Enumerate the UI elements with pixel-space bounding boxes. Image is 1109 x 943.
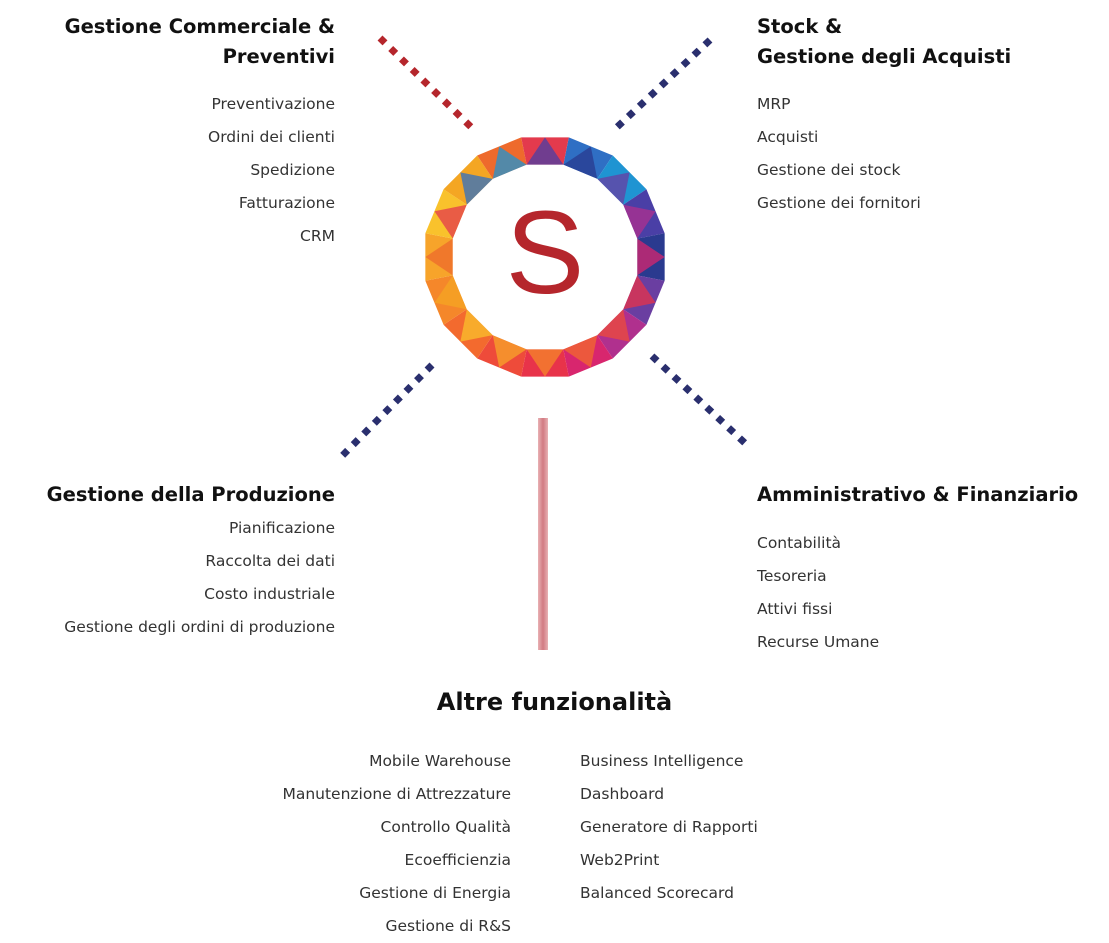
ring-facet	[492, 335, 527, 368]
list-item: Mobile Warehouse	[369, 752, 511, 770]
ring-facet	[434, 204, 467, 239]
list-item: Gestione di R&S	[385, 917, 511, 935]
list-item: Gestione dei stock	[757, 161, 901, 179]
list-item: MRP	[757, 95, 791, 113]
ring-facet	[597, 309, 630, 342]
list-item: Controllo Qualità	[380, 818, 511, 836]
module-commercial: Gestione Commerciale & Preventivi Preven…	[65, 12, 335, 253]
connector-line	[611, 37, 713, 133]
list-item: Preventivazione	[211, 95, 335, 113]
list-item: Generatore di Rapporti	[580, 818, 758, 836]
logo-inner-fill	[452, 164, 638, 350]
module-production: Gestione della Produzione Pianificazione…	[47, 480, 335, 644]
other-features-right: Business Intelligence Dashboard Generato…	[580, 745, 758, 910]
list-item: Gestione degli ordini di produzione	[64, 618, 335, 636]
list-item: Ordini dei clienti	[208, 128, 335, 146]
ring-facet	[434, 275, 467, 310]
ring-facet	[623, 275, 656, 310]
other-features-title: Altre funzionalità	[436, 688, 673, 716]
ring-facet	[460, 309, 493, 342]
vertical-stem	[538, 418, 548, 650]
ring-facet	[623, 204, 656, 239]
logo-s-icon: S	[506, 187, 585, 319]
list-item: Dashboard	[580, 785, 665, 803]
module-stock-title-line1: Stock &	[757, 15, 843, 38]
other-features-left: Mobile Warehouse Manutenzione di Attrezz…	[282, 745, 511, 943]
list-item: Acquisti	[757, 128, 819, 146]
list-item: CRM	[300, 227, 335, 245]
module-admin: Amministrativo & Finanziario Contabilità…	[757, 480, 1078, 659]
ring-facet	[460, 172, 493, 205]
list-item: Gestione di Energia	[359, 884, 511, 902]
list-item: Web2Print	[580, 851, 660, 869]
list-item: Tesoreria	[757, 567, 827, 585]
ring-facet	[425, 238, 453, 276]
list-item: Costo industriale	[204, 585, 335, 603]
list-item: Spedizione	[250, 161, 335, 179]
ring-facet	[526, 137, 564, 165]
module-stock: Stock & Gestione degli Acquisti MRP Acqu…	[757, 12, 1011, 220]
list-item: Ecoefficienzia	[404, 851, 511, 869]
list-item: Recurse Umane	[757, 633, 880, 651]
connector-line	[377, 35, 475, 131]
dashed-connectors	[337, 35, 751, 461]
ring-facet	[563, 335, 598, 368]
module-production-title: Gestione della Produzione	[46, 483, 335, 506]
connector-line	[337, 362, 435, 461]
list-item: Contabilità	[757, 534, 842, 552]
center-logo: S	[337, 35, 751, 461]
module-stock-title-line2: Gestione degli Acquisti	[757, 45, 1012, 68]
list-item: Attivi fissi	[757, 600, 833, 618]
module-admin-title: Amministrativo & Finanziario	[757, 483, 1079, 506]
list-item: Manutenzione di Attrezzature	[282, 785, 511, 803]
ring-facet	[637, 238, 665, 276]
list-item: Gestione dei fornitori	[757, 194, 921, 212]
ring-facet	[563, 146, 598, 179]
list-item: Fatturazione	[238, 194, 335, 212]
ring-facet	[526, 349, 564, 377]
ring-facet	[492, 146, 527, 179]
connector-line	[649, 353, 751, 449]
module-commercial-title-line1: Gestione Commerciale &	[64, 15, 335, 38]
list-item: Pianificazione	[228, 519, 335, 537]
module-commercial-title-line2: Preventivi	[222, 45, 335, 68]
list-item: Balanced Scorecard	[580, 884, 734, 902]
list-item: Business Intelligence	[580, 752, 744, 770]
list-item: Raccolta dei dati	[205, 552, 335, 570]
ring-facet	[597, 172, 630, 205]
logo-ring	[425, 137, 665, 377]
